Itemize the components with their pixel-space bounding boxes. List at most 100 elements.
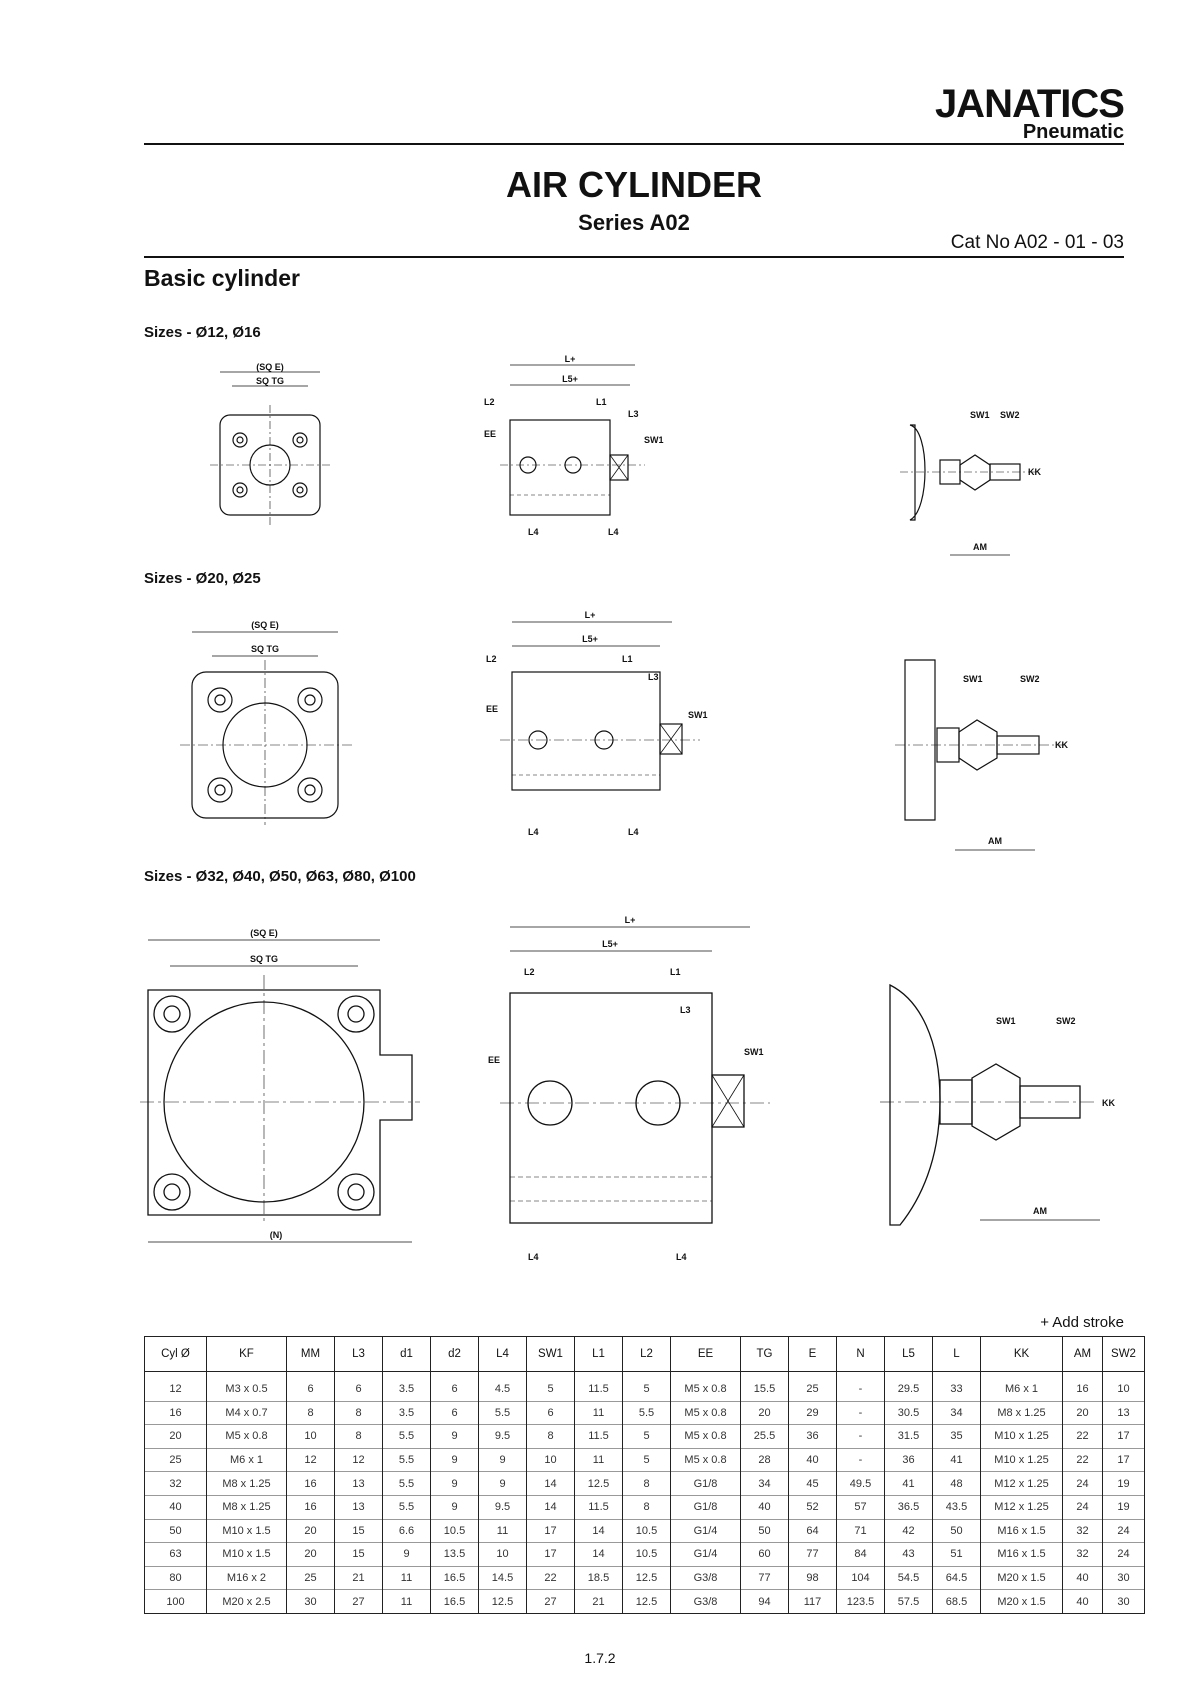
table-cell: 21 xyxy=(574,1589,623,1614)
table-cell: 5.5 xyxy=(478,1400,527,1425)
label-l2: L2 xyxy=(524,967,535,977)
label-ee: EE xyxy=(484,429,496,439)
side-view-drawing-large: L+ L5+ L2 L1 L3 EE SW1 L4 L4 xyxy=(488,915,770,1262)
table-cell: 51 xyxy=(932,1542,981,1567)
page-title: AIR CYLINDER xyxy=(505,164,762,205)
table-cell: 6.6 xyxy=(382,1518,431,1543)
table-cell: 32 xyxy=(1062,1542,1103,1567)
table-cell: 80 xyxy=(144,1565,207,1590)
table-cell: M12 x 1.25 xyxy=(980,1471,1063,1496)
table-header-cell: L2 xyxy=(622,1336,671,1372)
table-cell: 45 xyxy=(788,1471,837,1496)
label-n: (N) xyxy=(270,1230,283,1240)
table-header-cell: d1 xyxy=(382,1336,431,1372)
table-cell: M12 x 1.25 xyxy=(980,1494,1063,1520)
table-cell: 10.5 xyxy=(622,1542,671,1567)
table-cell: 35 xyxy=(932,1424,981,1449)
table-cell: 10.5 xyxy=(430,1518,479,1543)
table-cell: 5 xyxy=(622,1447,671,1472)
table-cell: 43.5 xyxy=(932,1494,981,1520)
table-cell: 11 xyxy=(382,1589,431,1614)
size-group-label: Sizes - Ø20, Ø25 xyxy=(144,570,261,587)
table-cell: M16 x 1.5 xyxy=(980,1518,1063,1543)
table-cell: 12.5 xyxy=(622,1589,671,1614)
table-cell: 15.5 xyxy=(740,1371,789,1402)
label-sq-tg: SQ TG xyxy=(250,954,278,964)
label-l4: L4 xyxy=(528,827,539,837)
brand-logo: JANATICS Pneumatic xyxy=(935,84,1125,142)
label-l5-plus: L5+ xyxy=(582,634,598,644)
table-cell: 16 xyxy=(286,1494,335,1520)
table-header-cell: KF xyxy=(206,1336,287,1372)
table-cell: M5 x 0.8 xyxy=(206,1424,287,1449)
table-cell: 9 xyxy=(478,1447,527,1472)
rod-end-drawing-large: SW1 SW2 KK AM xyxy=(880,983,1115,1226)
table-header-cell: MM xyxy=(286,1336,335,1372)
label-kk: KK xyxy=(1028,467,1041,477)
table-cell: M5 x 0.8 xyxy=(670,1371,741,1402)
label-l1: L1 xyxy=(596,397,607,407)
table-header-cell: SW2 xyxy=(1102,1336,1145,1372)
table-cell: 10.5 xyxy=(622,1518,671,1543)
table-cell: M5 x 0.8 xyxy=(670,1447,741,1472)
section-title: Basic cylinder xyxy=(144,265,300,291)
table-cell: M3 x 0.5 xyxy=(206,1371,287,1402)
table-cell: - xyxy=(836,1400,885,1425)
table-cell: G1/4 xyxy=(670,1518,741,1543)
table-cell: 9 xyxy=(382,1542,431,1567)
table-cell: 104 xyxy=(836,1565,885,1590)
table-cell: 30.5 xyxy=(884,1400,933,1425)
table-cell: 14 xyxy=(574,1542,623,1567)
table-cell: 12 xyxy=(334,1447,383,1472)
table-cell: 14.5 xyxy=(478,1565,527,1590)
table-cell: 77 xyxy=(740,1565,789,1590)
label-sw1: SW1 xyxy=(688,710,708,720)
table-cell: G1/8 xyxy=(670,1494,741,1520)
table-cell: M8 x 1.25 xyxy=(980,1400,1063,1425)
table-cell: 12.5 xyxy=(574,1471,623,1496)
table-cell: 14 xyxy=(526,1494,575,1520)
table-cell: 16 xyxy=(286,1471,335,1496)
table-cell: 64.5 xyxy=(932,1565,981,1590)
label-sq-e: (SQ E) xyxy=(250,928,278,938)
table-cell: 24 xyxy=(1062,1471,1103,1496)
table-cell: 123.5 xyxy=(836,1589,885,1614)
table-cell: 20 xyxy=(1062,1400,1103,1425)
table-cell: 50 xyxy=(144,1518,207,1543)
table-cell: 17 xyxy=(526,1518,575,1543)
table-cell: 16.5 xyxy=(430,1589,479,1614)
table-cell: 8 xyxy=(334,1424,383,1449)
table-cell: 22 xyxy=(1062,1447,1103,1472)
table-cell: 5 xyxy=(526,1371,575,1402)
table-cell: 36 xyxy=(788,1424,837,1449)
table-header-row: Cyl Ø KF MM L3 d1 d2 L4 SW1 L1 L2 EE TG … xyxy=(144,1336,1145,1372)
label-am: AM xyxy=(1033,1206,1047,1216)
table-cell: 9 xyxy=(430,1494,479,1520)
end-view-drawing-large: (SQ E) SQ TG (N) xyxy=(140,928,420,1243)
table-cell: 20 xyxy=(144,1424,207,1449)
table-cell: 30 xyxy=(286,1589,335,1614)
table-cell: 5.5 xyxy=(382,1494,431,1520)
table-cell: 9 xyxy=(430,1471,479,1496)
label-sw1: SW1 xyxy=(970,410,990,420)
table-cell: 20 xyxy=(286,1542,335,1567)
table-header-cell: AM xyxy=(1062,1336,1103,1372)
table-cell: M8 x 1.25 xyxy=(206,1494,287,1520)
table-cell: M16 x 2 xyxy=(206,1565,287,1590)
table-cell: 29 xyxy=(788,1400,837,1425)
table-cell: 9 xyxy=(430,1447,479,1472)
table-cell: 17 xyxy=(526,1542,575,1567)
table-cell: 11.5 xyxy=(574,1494,623,1520)
label-l5-plus: L5+ xyxy=(602,939,618,949)
table-cell: 8 xyxy=(286,1400,335,1425)
table-cell: 49.5 xyxy=(836,1471,885,1496)
table-cell: 8 xyxy=(526,1424,575,1449)
table-cell: M20 x 1.5 xyxy=(980,1565,1063,1590)
table-cell: 52 xyxy=(788,1494,837,1520)
table-cell: 13 xyxy=(334,1494,383,1520)
